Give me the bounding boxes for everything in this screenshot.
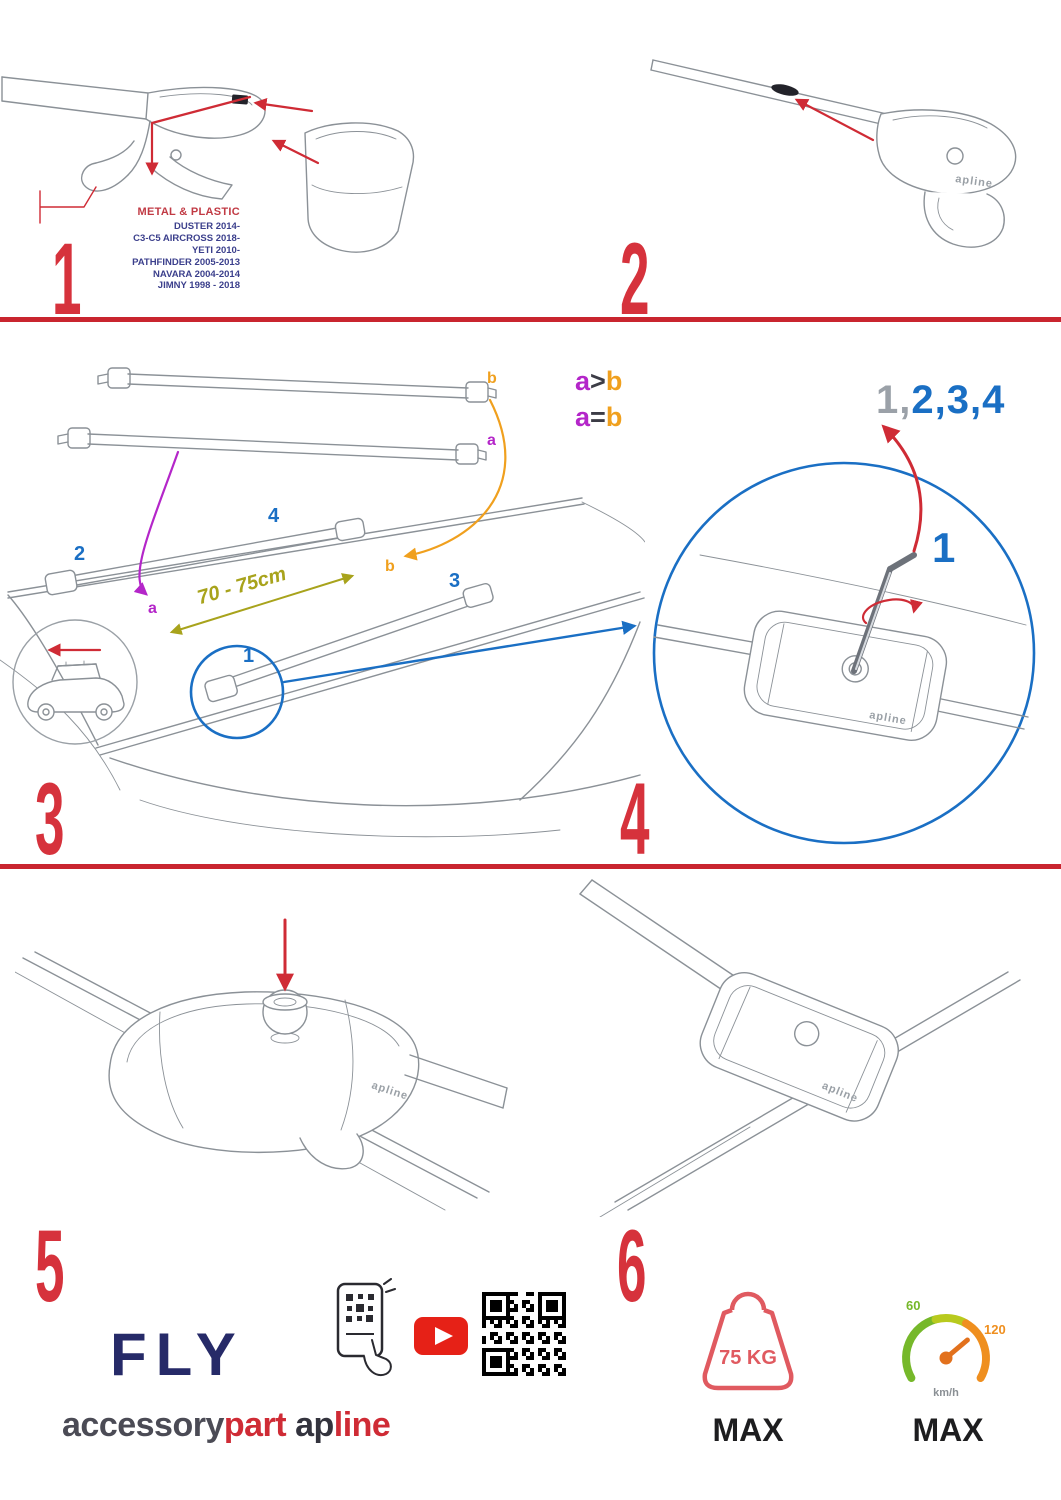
step4-number: 4 [620,762,649,876]
bar-b-label: b [487,370,497,387]
arrow-b-label: b [385,558,395,575]
red-arrow-to-endcap [253,97,314,113]
phone-scan-icon [336,1278,396,1376]
sequence-arrow [881,424,923,553]
qr-code [482,1292,566,1376]
car-inset-circle [12,619,138,745]
position-1-label: 1 [243,645,255,667]
step2-bar-insert-drawing: apline [650,59,1017,248]
brand-text: apline [955,173,994,190]
formula-op: > [590,366,606,396]
weight-max-label: MAX [712,1412,784,1448]
brand-ap: ap [295,1406,334,1444]
bar-slot [771,84,799,96]
red-arrow-into-slot [794,98,875,142]
formula-a: a [575,402,591,433]
red-leader-line [39,186,97,224]
tighten-sequence: 1,2,3,4 [876,378,1005,423]
speed-low-label: 60 [906,1298,920,1313]
model-line: DUSTER 2014- [174,221,240,232]
rule-a-gt-b: a>b a=b [575,363,622,436]
section-divider [0,864,1061,869]
qr-finder-patterns [482,1292,566,1376]
formula-b: b [605,366,623,396]
step6-number: 6 [617,1209,646,1323]
guide-arrow-b [403,398,507,561]
weight-value: 75 KG [719,1347,777,1369]
section-divider [0,317,1061,322]
bar-a-label: a [487,432,496,449]
speed-max-label: MAX [912,1412,984,1448]
brand-accessory: accessory [62,1406,224,1444]
red-arrow-to-clamp [145,95,252,176]
step3-roof-placement-drawing [0,367,645,838]
model-line: PATHFINDER 2005-2013 [132,256,240,268]
step1-number: 1 [52,222,81,336]
material-label: METAL & PLASTIC [137,206,240,218]
model-line: JIMNY 1998 - 2018 [157,280,240,292]
detail-circle [189,644,285,740]
speedometer-icon: 60 120 km/h [902,1298,1006,1399]
step6-mounted-foot-drawing: apline [579,879,1021,1217]
speed-unit-label: km/h [933,1387,959,1399]
red-arrow-from-cover [271,139,320,165]
magnifier-circle [652,461,1036,845]
rail-cover-part [304,122,415,253]
distance-arrow [169,573,355,635]
formula-b: b [605,402,623,433]
allen-key-icon [851,566,893,674]
rotate-arrow [861,598,923,625]
position-4-label: 4 [268,505,280,527]
youtube-icon [414,1317,468,1355]
speed-high-label: 120 [984,1322,1006,1337]
step4-tightening-detail-drawing: apline [652,424,1036,845]
brand-line: line [333,1406,391,1444]
model-line: YETI 2010- [191,244,240,256]
product-name: FLY [110,1321,245,1388]
brand-logo: accessorypart apline [62,1406,391,1445]
arrow-a-label: a [148,600,157,617]
guide-arrow-a [133,450,180,596]
step1-crossbar-endcap-drawing [1,76,415,253]
step2-number: 2 [620,222,649,336]
hand-icon [363,1339,392,1376]
step3-number: 3 [35,762,64,876]
model-line: NAVARA 2004-2014 [153,268,240,280]
formula-op: = [590,402,606,433]
compatibility-list: METAL & PLASTIC DUSTER 2014- C3-C5 AIRCR… [55,206,240,292]
sequence-blue: 2,3,4 [911,378,1006,422]
step5-number: 5 [35,1209,64,1323]
position-3-label: 3 [449,570,461,592]
model-line: C3-C5 AIRCROSS 2018- [133,232,240,244]
position-callout: 1 [932,524,956,571]
sequence-dim: 1, [876,378,912,422]
formula-a: a [575,366,591,396]
detail-arrow [282,620,637,684]
weight-icon: 75 KG [702,1291,794,1391]
position-2-label: 2 [74,543,86,565]
step5-knob-press-drawing: apline [15,918,508,1211]
brand-part: part [223,1406,287,1444]
